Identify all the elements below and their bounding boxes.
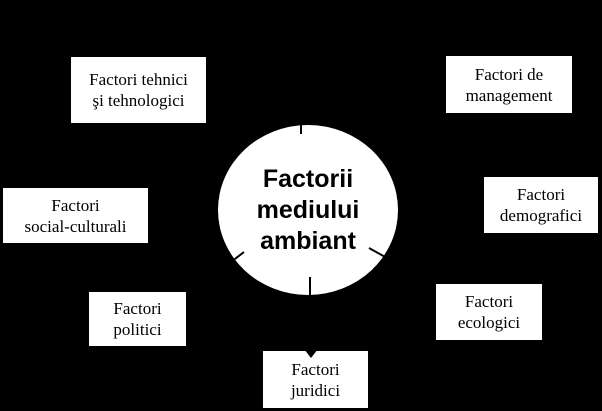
node-factori-social-culturali: Factori social-culturali (3, 188, 148, 243)
node-label-line: ecologici (457, 313, 521, 332)
node-factori-tehnici: Factori tehnici şi tehnologici (71, 57, 206, 123)
node-factori-juridici: Factori juridici (263, 351, 368, 408)
node-label-line: management (465, 85, 553, 105)
node-factori-de-management: Factori de management (446, 56, 572, 113)
node-label-line: Factori (113, 299, 162, 318)
node-factori-demografici: Factori demografici (484, 177, 598, 233)
node-label-line: Factori (291, 359, 340, 379)
node-label-line: Factori (516, 185, 566, 204)
hub-label-line: mediului (256, 195, 360, 224)
hub-label-line: ambiant (260, 226, 356, 255)
node-label-line: politici (113, 320, 162, 339)
node-label-line: demografici (499, 206, 583, 225)
node-factori-ecologici: Factori ecologici (436, 284, 542, 340)
node-label-line: juridici (290, 380, 341, 400)
node-label-line: Factori de (474, 64, 544, 84)
node-factori-politici: Factori politici (89, 292, 186, 346)
hub-circle: Factorii mediului ambiant (218, 125, 398, 295)
node-label-line: şi tehnologici (92, 91, 185, 110)
node-label-line: social-culturali (24, 216, 127, 236)
node-label-line: Factori (51, 195, 100, 215)
node-label-line: Factori (464, 292, 514, 311)
node-label-line: Factori tehnici (89, 70, 188, 89)
hub-label-line: Factorii (262, 164, 354, 193)
